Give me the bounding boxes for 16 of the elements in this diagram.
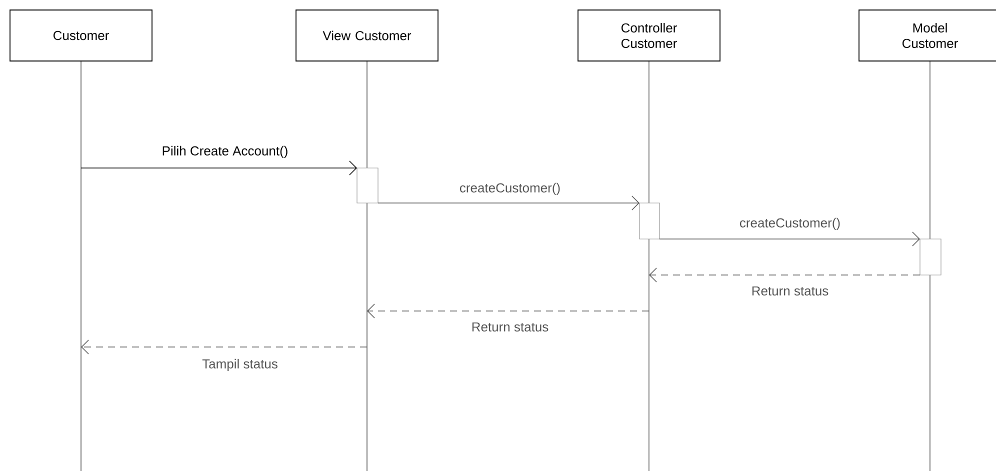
message-arrow [659, 232, 920, 246]
message-label: Return status [750, 285, 830, 297]
message-label: Return status [470, 321, 550, 333]
message-arrow [367, 304, 650, 318]
message-arrow [649, 268, 920, 282]
message-arrow [378, 196, 640, 210]
message-arrow [81, 340, 368, 354]
message-arrow [80, 160, 357, 176]
lifeline-header: Customer [10, 10, 152, 62]
message-label: Pilih Create Account() [160, 144, 290, 160]
lifeline-header: View Customer [296, 10, 438, 62]
lifeline-header: Model Customer [858, 10, 996, 62]
message-label: Tampil status [201, 358, 279, 372]
lifeline-header: Controller Customer [578, 10, 720, 62]
message-label: createCustomer() [458, 182, 562, 196]
message-label: createCustomer() [738, 216, 842, 232]
